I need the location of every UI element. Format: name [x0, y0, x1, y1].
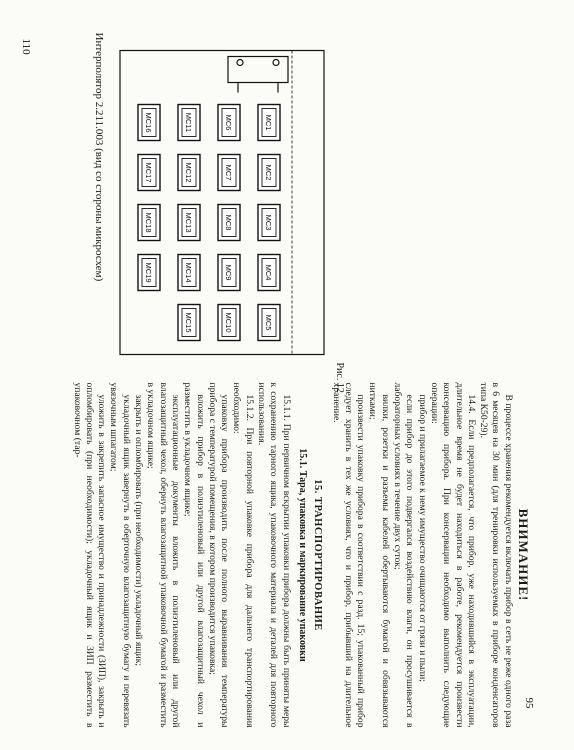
chip-label: МС3: [264, 215, 273, 231]
paragraph: эксплуатационные документы вложить в пол…: [145, 382, 181, 728]
text-column: ВНИМАНИЕ! В процессе хранения рекомендуе…: [70, 382, 531, 728]
rotated-page-content: 110 95 Интерполятор 2.211.003 (вид со ст…: [7, 3, 567, 748]
paragraph: В процессе хранения рекомендуется включа…: [478, 382, 514, 728]
paragraph: вложить прибор в полиэтиленовый или друг…: [182, 382, 206, 728]
paragraph: закрыть и опломбировать (при необходимос…: [133, 394, 145, 667]
section-heading: 15. ТРАНСПОРТИРОВАНИЕ: [312, 479, 324, 631]
chip-label: МС13: [184, 212, 193, 232]
chip-label: МС12: [184, 162, 193, 182]
chip-19: МС19: [137, 253, 161, 292]
chip-8: МС8: [217, 203, 241, 242]
chip-7: МС7: [217, 153, 241, 192]
chip-label: МС16: [144, 112, 153, 132]
chip-label: МС2: [264, 165, 273, 181]
warning-heading: ВНИМАНИЕ!: [516, 508, 531, 602]
chip-9: МС9: [217, 253, 241, 292]
chip-label: МС18: [144, 212, 153, 232]
chip-label: МС14: [184, 262, 193, 282]
chip-4: МС4: [257, 253, 281, 292]
chip-label: МС4: [264, 265, 273, 281]
chip-label: МС15: [184, 312, 193, 332]
chip-12: МС12: [177, 153, 201, 192]
chip-label: МС1: [264, 115, 273, 131]
paragraph: вилки, розетки и разъемы кабелей обертыв…: [367, 382, 391, 728]
chip-label: МС19: [144, 262, 153, 282]
chip-5: МС5: [257, 303, 281, 342]
chip-14: МС14: [177, 253, 201, 292]
chip-15: МС15: [177, 303, 201, 342]
page-number-left: 110: [20, 38, 32, 55]
paragraph: если прибор до этого подвергался воздейс…: [392, 382, 416, 728]
chip-label: МС8: [224, 215, 233, 231]
chip-16: МС16: [137, 103, 161, 142]
paragraph: укладочный ящик завернуть в оберточную в…: [108, 382, 132, 728]
paragraph: прибор и прилагаемое к нему имущество оч…: [416, 394, 428, 682]
chip-label: МС9: [224, 265, 233, 281]
chip-6: МС6: [217, 103, 241, 142]
board-outline: [119, 49, 325, 356]
chip-label: МС6: [224, 115, 233, 131]
paragraph: уложить в закрепить запасное имущество и…: [71, 382, 108, 728]
paragraph: произвести упаковку прибора в соответств…: [330, 382, 367, 728]
figure-title: Интерполятор 2.211.003 (вид со стороны м…: [93, 32, 105, 282]
chip-18: МС18: [137, 203, 161, 242]
chip-label: МС10: [224, 312, 233, 332]
circuit-board-diagram: МС1МС2МС3МС4МС5МС6МС7МС8МС9МС10МС11МС12М…: [119, 49, 325, 356]
chip-label: МС11: [184, 113, 193, 132]
chip-11: МС11: [177, 103, 201, 142]
chip-label: МС7: [224, 165, 233, 181]
paragraph: 15.1.1. При первичном вскрытии упаковки …: [256, 382, 292, 728]
chip-1: МС1: [257, 103, 281, 142]
chip-2: МС2: [257, 153, 281, 192]
paragraph: упаковку прибора производить после полно…: [206, 382, 231, 728]
chip-17: МС17: [137, 153, 161, 192]
chip-13: МС13: [177, 203, 201, 242]
subsection-heading: 15.1. Тара, упаковка и маркирование упак…: [296, 448, 308, 662]
chip-label: МС5: [264, 315, 273, 331]
chip-3: МС3: [257, 203, 281, 242]
paragraph: 14.4. Если предполагается, что прибор, у…: [428, 382, 477, 728]
chip-label: МС17: [144, 162, 153, 182]
connector-block: [227, 55, 289, 84]
paragraph: 15.1.2. При повторной упаковке прибора д…: [231, 382, 255, 728]
chip-10: МС10: [217, 303, 241, 342]
